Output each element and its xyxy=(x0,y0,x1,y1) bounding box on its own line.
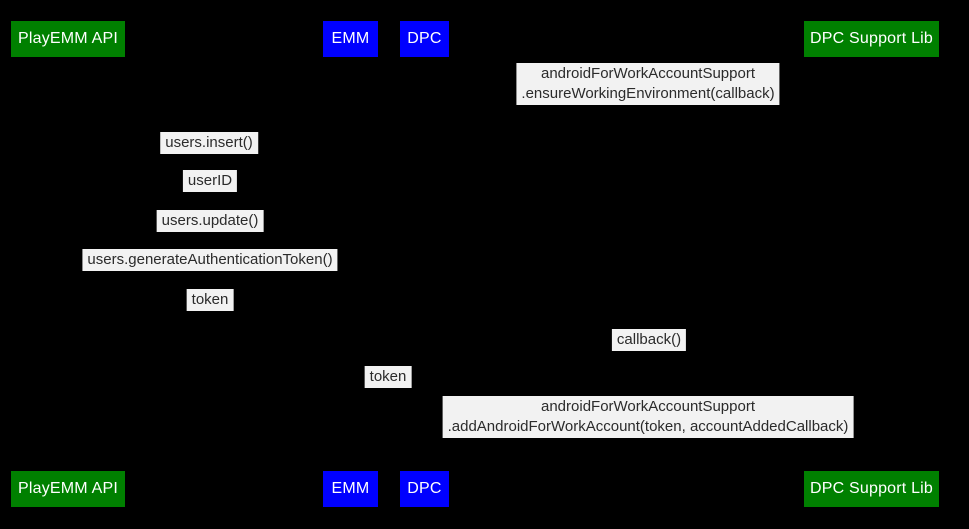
message-line: users.generateAuthenticationToken() xyxy=(87,251,333,268)
message-line: callback() xyxy=(616,331,682,348)
message-line: users.insert() xyxy=(165,134,253,151)
message-callback: callback() xyxy=(611,329,687,351)
participant-dpc-top: DPC xyxy=(400,21,449,57)
participant-emm-bottom: EMM xyxy=(323,471,378,507)
message-line: token xyxy=(369,368,407,385)
message-line: userID xyxy=(187,172,233,189)
message-token-response: token xyxy=(186,289,234,311)
message-user-id: userID xyxy=(182,170,238,192)
participant-dpc-bottom: DPC xyxy=(400,471,449,507)
participant-dpc-support-lib-bottom: DPC Support Lib xyxy=(804,471,939,507)
message-line: androidForWorkAccountSupport xyxy=(540,65,755,82)
message-line: token xyxy=(191,291,229,308)
participant-playemm-api-bottom: PlayEMM API xyxy=(11,471,125,507)
message-ensure-working-environment: androidForWorkAccountSupport .ensureWork… xyxy=(516,63,780,105)
message-line: users.update() xyxy=(161,212,259,229)
message-generate-authentication-token: users.generateAuthenticationToken() xyxy=(82,249,338,271)
message-line: .ensureWorkingEnvironment(callback) xyxy=(521,85,775,102)
message-users-insert: users.insert() xyxy=(160,132,258,154)
participant-playemm-api-top: PlayEMM API xyxy=(11,21,125,57)
message-line: androidForWorkAccountSupport xyxy=(541,398,755,415)
message-line: .addAndroidForWorkAccount(token, account… xyxy=(447,418,849,435)
participant-dpc-support-lib-top: DPC Support Lib xyxy=(804,21,939,57)
message-users-update: users.update() xyxy=(156,210,264,232)
message-add-android-for-work-account: androidForWorkAccountSupport .addAndroid… xyxy=(442,396,854,438)
participant-emm-top: EMM xyxy=(323,21,378,57)
message-token-forward: token xyxy=(364,366,412,388)
